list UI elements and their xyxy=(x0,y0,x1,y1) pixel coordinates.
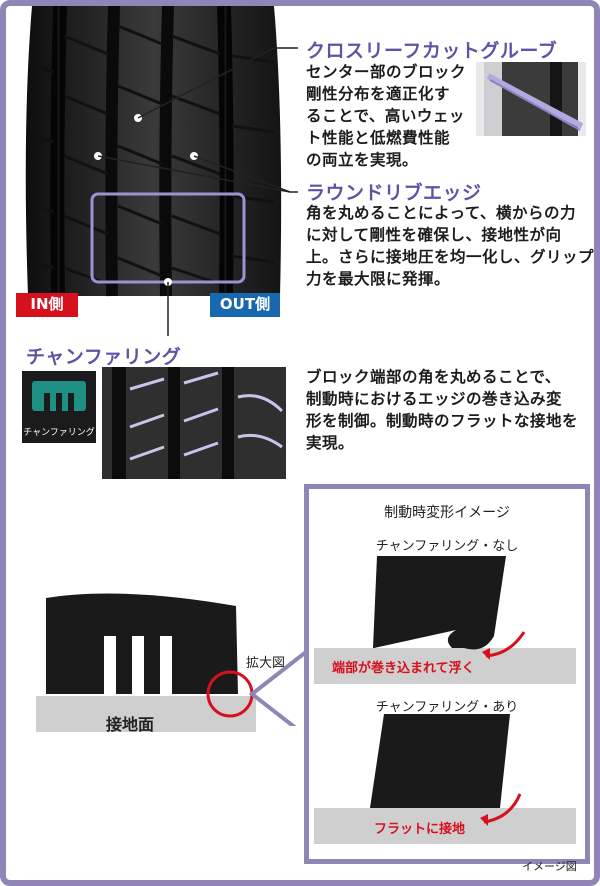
callout-lines xyxy=(97,47,298,336)
in-side-tag: IN側 xyxy=(16,293,78,317)
with-chamfer-note: フラットに接地 xyxy=(374,822,466,837)
with-chamfer-diagram xyxy=(314,714,576,844)
chamfering-text: ブロック端部の角を丸めることで、 制動時におけるエッジの巻き込み変 形を制御。制… xyxy=(306,366,594,454)
with-chamfer-label: チャンファリング・あり xyxy=(375,700,519,715)
tire-tread-image xyxy=(25,6,282,297)
round-rib-line: に対して剛性を確保し、接地性が向 xyxy=(306,226,562,244)
round-rib-title: ラウンドリブエッジ xyxy=(306,182,482,204)
without-chamfer-label: チャンファリング・なし xyxy=(375,539,519,554)
without-chamfer-note: 端部が巻き込まれて浮く xyxy=(332,661,475,676)
round-rib-text: 角を丸めることによって、横からの力 に対して剛性を確保し、接地性が向 上。さらに… xyxy=(306,202,595,290)
contact-surface-label: 接地面 xyxy=(106,715,155,734)
chamfering-icon-label: チャンファリング xyxy=(23,428,95,438)
chamfering-line: 形を制御。制動時のフラットな接地を xyxy=(306,412,579,430)
round-rib-line: 角を丸めることによって、横からの力 xyxy=(306,204,576,222)
cross-sleeve-line: センター部のブロック xyxy=(306,63,467,81)
enlarge-connector xyxy=(248,647,308,726)
image-note: イメージ図 xyxy=(522,860,577,873)
out-side-tag: OUT側 xyxy=(210,293,280,317)
chamfering-tread-image xyxy=(102,367,286,479)
round-rib-line: 上。さらに接地圧を均一化し、グリップ xyxy=(306,248,595,266)
block-contact-diagram xyxy=(36,593,256,732)
round-rib-line: 力を最大限に発揮。 xyxy=(306,270,451,288)
out-side-label: OUT側 xyxy=(219,295,271,313)
chamfering-line: ブロック端部の角を丸めることで、 xyxy=(306,368,561,386)
in-side-label: IN側 xyxy=(30,295,64,313)
chamfering-line: 実現。 xyxy=(306,434,355,452)
cross-sleeve-line: ト性能と低燃費性能 xyxy=(306,129,451,147)
cross-sleeve-line: の両立を実現。 xyxy=(306,151,419,169)
chamfering-title: チャンファリング xyxy=(26,346,182,368)
enlarged-label: 拡大図 xyxy=(246,656,286,671)
cross-sleeve-text: センター部のブロック 剛性分布を適正化す ることで、高いウェッ ト性能と低燃費性… xyxy=(306,61,476,171)
cross-sleeve-line: 剛性分布を適正化す xyxy=(306,85,451,103)
without-chamfer-diagram xyxy=(314,556,576,684)
chamfering-icon: チャンファリング xyxy=(22,371,96,443)
cross-sleeve-line: ることで、高いウェッ xyxy=(306,107,465,125)
chamfered-blocks-icon xyxy=(32,381,86,413)
groove-inset-image xyxy=(476,62,586,136)
deformation-title: 制動時変形イメージ xyxy=(384,505,510,521)
cross-sleeve-title: クロスリーフカットグルーブ xyxy=(306,40,558,62)
chamfering-line: 制動時におけるエッジの巻き込み変 xyxy=(306,390,563,408)
